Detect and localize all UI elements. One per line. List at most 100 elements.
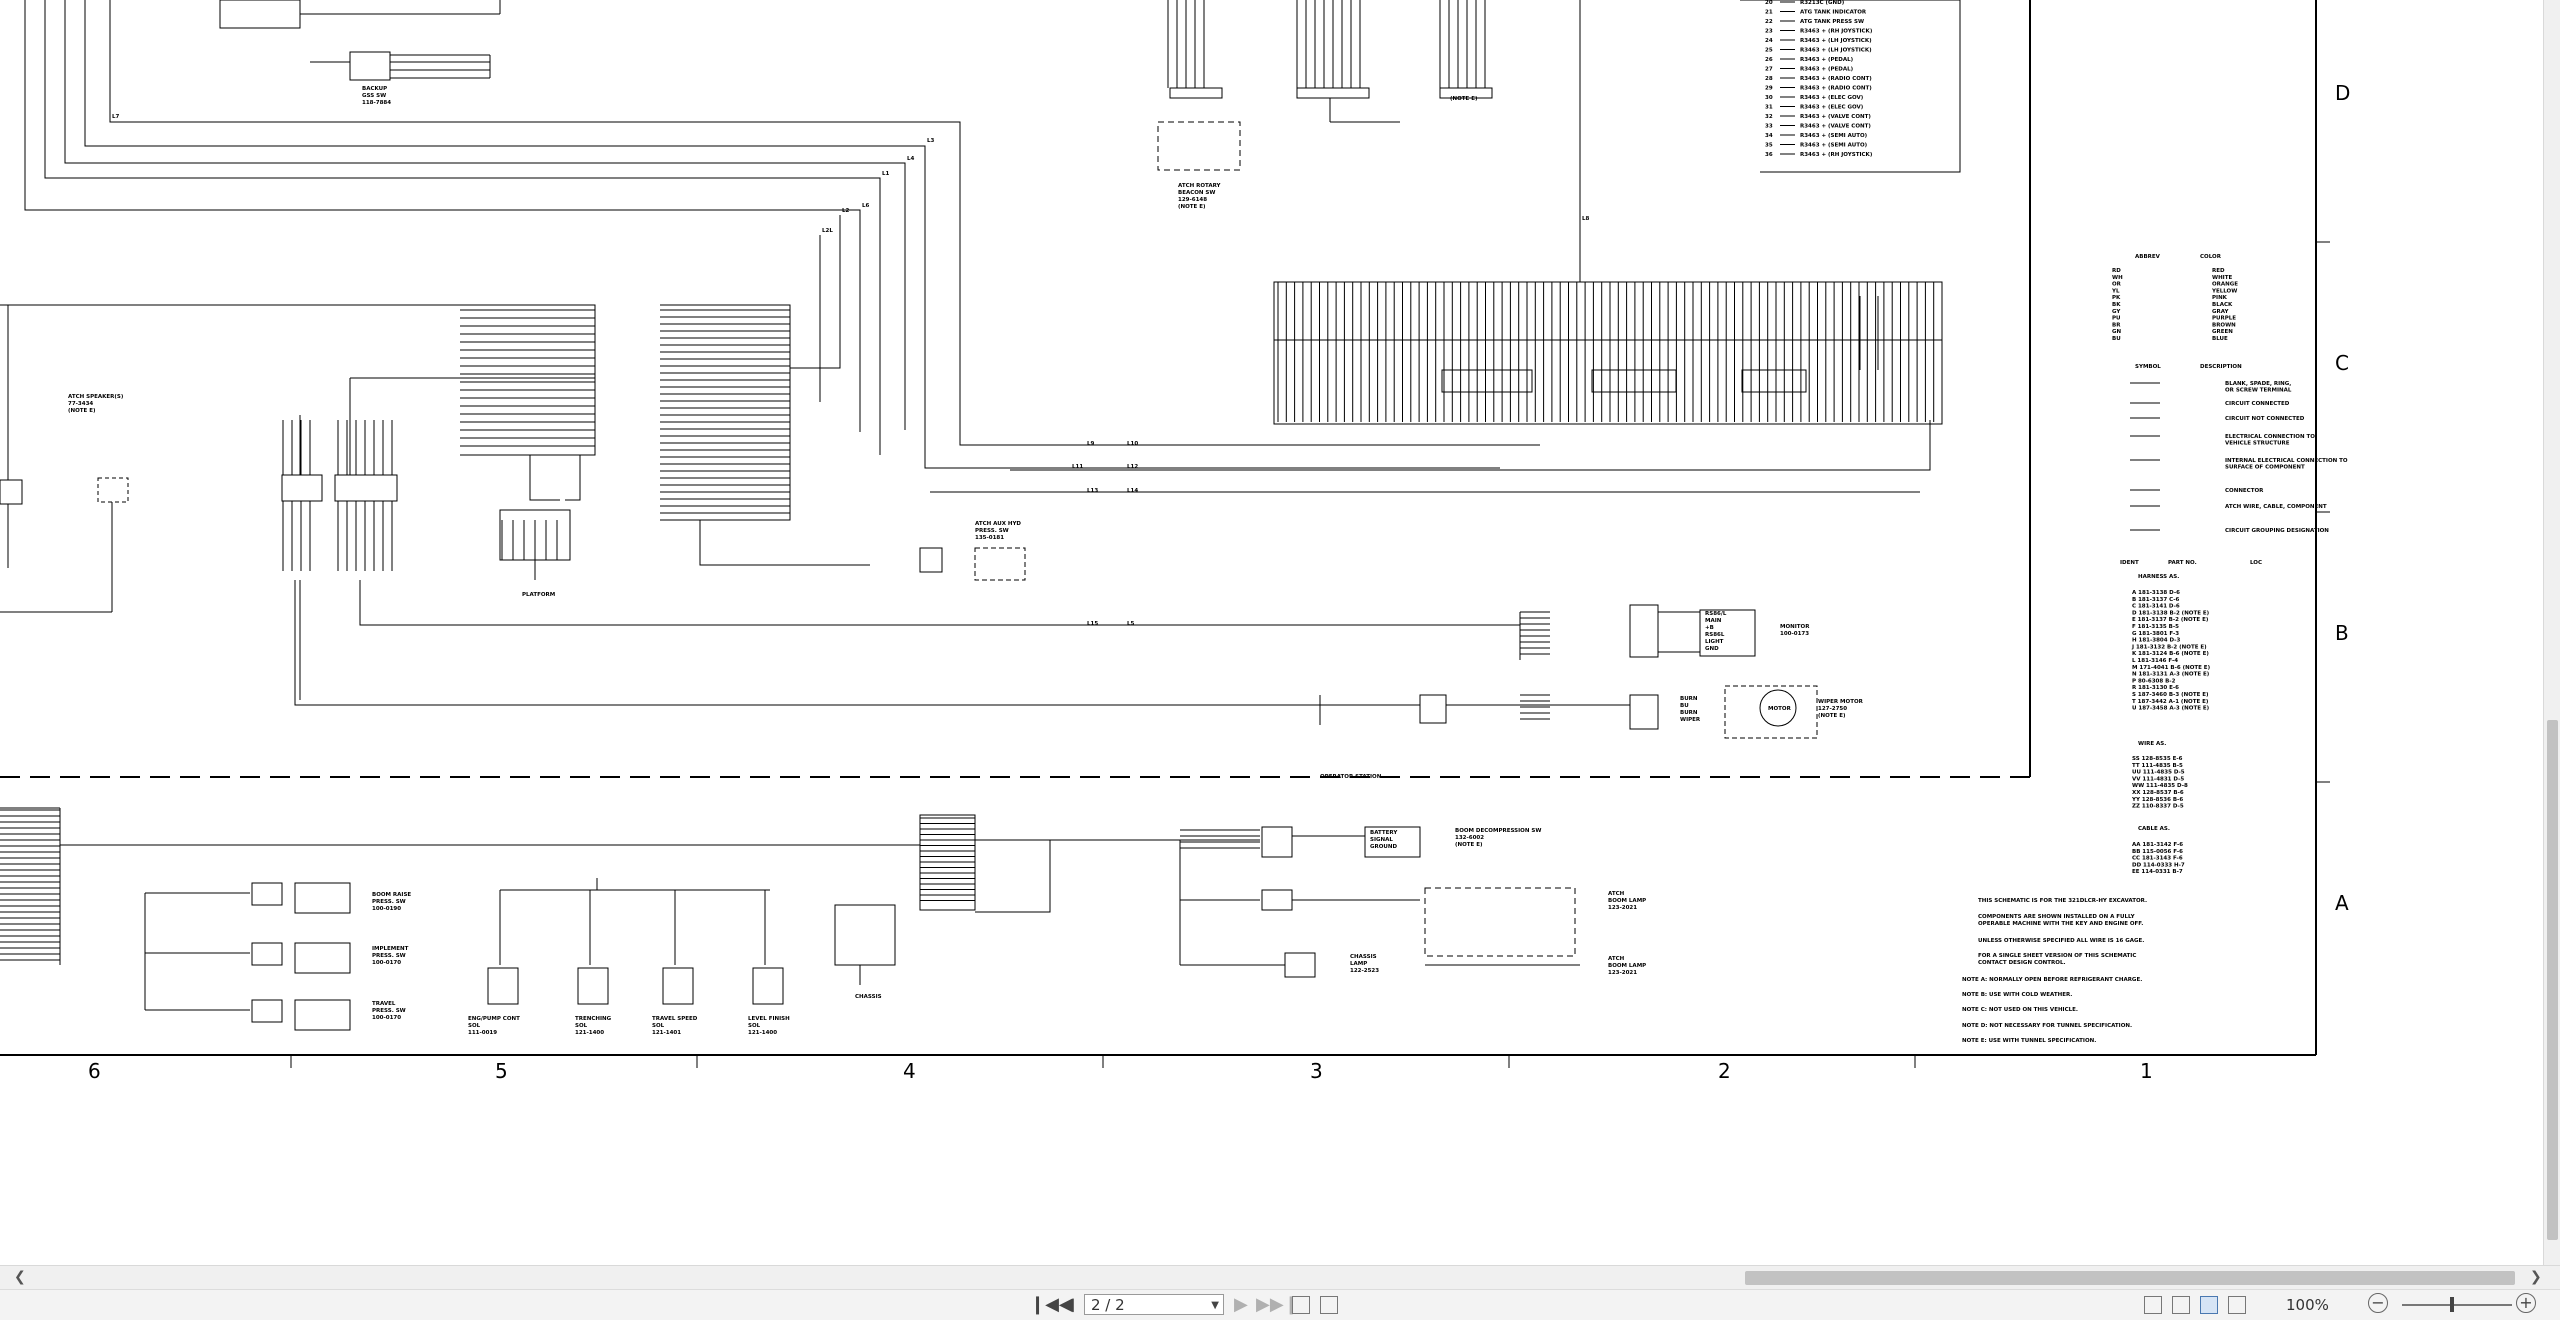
ecm-pin-label: R3463 + (LH JOYSTICK) xyxy=(1800,48,1872,54)
color-legend-header: COLOR xyxy=(2200,254,2222,260)
zone-letter-D: D xyxy=(2335,81,2350,105)
next-view-icon[interactable] xyxy=(1320,1296,1338,1314)
circuit-tag: L15 xyxy=(1087,621,1098,627)
zoom-slider[interactable] xyxy=(2402,1304,2512,1306)
column-number-5: 5 xyxy=(495,1059,508,1083)
zoom-level[interactable]: 100% xyxy=(2286,1296,2329,1314)
ecm-pin-number: 33 xyxy=(1765,124,1773,130)
circuit-tag: L9 xyxy=(1087,441,1095,447)
color-abbrev: RD xyxy=(2112,268,2121,274)
component-label-3: ENG/PUMP CONT xyxy=(468,1016,520,1022)
color-name: GRAY xyxy=(2212,309,2229,315)
vertical-scroll-thumb[interactable] xyxy=(2547,720,2558,1240)
single-page-view-icon[interactable] xyxy=(2144,1296,2162,1314)
vertical-scrollbar[interactable] xyxy=(2543,0,2560,1265)
symbol-description: ATCH WIRE, CABLE, COMPONENT xyxy=(2225,504,2327,510)
symbol-description: ELECTRICAL CONNECTION TO xyxy=(2225,434,2315,440)
harness-header: IDENT xyxy=(2120,560,2139,566)
scroll-left-arrow-icon[interactable]: ❮ xyxy=(14,1269,26,1285)
atch-boom-lamp-label: 123-2021 xyxy=(1608,905,1637,911)
component-label-5: 121-1401 xyxy=(652,1030,681,1036)
ecm-pin-label: R3463 + (PEDAL) xyxy=(1800,67,1854,73)
component-label-4: 121-1400 xyxy=(575,1030,604,1036)
color-abbrev: PK xyxy=(2112,295,2121,301)
boom-decompression-label: 132-6002 xyxy=(1455,835,1484,841)
schematic-note: UNLESS OTHERWISE SPECIFIED ALL WIRE IS 1… xyxy=(1978,938,2144,944)
circuit-tag: L2 xyxy=(842,208,850,214)
ecm-pin-label: R3463 + (VALVE CONT) xyxy=(1800,124,1871,130)
component-label-0: 100-0190 xyxy=(372,906,401,912)
continuous-facing-view-icon[interactable] xyxy=(2228,1296,2246,1314)
atch-rotary-switch-label: ATCH ROTARY xyxy=(1178,183,1222,189)
harness-row: U 187-3458 A-3 (NOTE E) xyxy=(2132,706,2210,712)
harness-row: S 187-3460 B-3 (NOTE E) xyxy=(2132,692,2209,698)
schematic-note: COMPONENTS ARE SHOWN INSTALLED ON A FULL… xyxy=(1978,914,2136,920)
last-page-icon[interactable]: ▶▶❙ xyxy=(1256,1294,1299,1315)
ecm-pin-label: R3463 + (RADIO CONT) xyxy=(1800,86,1872,92)
harness-row: H 181-3804 D-3 xyxy=(2132,638,2180,644)
wiper-pin-label: BURN xyxy=(1680,696,1698,702)
color-name: YELLOW xyxy=(2211,288,2237,294)
circuit-tag: L7 xyxy=(112,114,120,120)
page-dropdown-icon[interactable]: ▼ xyxy=(1211,1300,1219,1311)
ecm-pin-label: R3463 + (RH JOYSTICK) xyxy=(1800,29,1873,35)
wire-row: VV 111-4831 D-5 xyxy=(2132,776,2184,782)
continuous-view-icon[interactable] xyxy=(2172,1296,2190,1314)
harness-row: P 80-6308 B-2 xyxy=(2132,678,2176,684)
ecm-pin-number: 31 xyxy=(1765,105,1773,111)
page-number-field[interactable]: 2 / 2 ▼ xyxy=(1084,1294,1224,1315)
scroll-right-arrow-icon[interactable]: ❯ xyxy=(2530,1269,2542,1285)
ecm-pin-number: 35 xyxy=(1765,143,1773,149)
next-page-icon[interactable]: ▶ xyxy=(1234,1294,1248,1315)
circuit-tag: L14 xyxy=(1127,488,1138,494)
previous-view-icon[interactable] xyxy=(1292,1296,1310,1314)
color-abbrev: YL xyxy=(2111,288,2120,294)
symbol-description: INTERNAL ELECTRICAL CONNECTION TO xyxy=(2225,458,2348,464)
monitor-label: 100-0173 xyxy=(1780,631,1809,637)
wire-row: UU 111-4835 D-5 xyxy=(2132,770,2185,776)
atch-aux-hyd-label: 135-0181 xyxy=(975,535,1004,541)
symbol-description: CIRCUIT NOT CONNECTED xyxy=(2225,416,2305,422)
circuit-tag: L4 xyxy=(907,156,915,162)
monitor-pin-label: RS86/L xyxy=(1705,611,1727,617)
zoom-in-icon[interactable]: + xyxy=(2516,1293,2536,1313)
battery-signal-label: GROUND xyxy=(1370,844,1397,850)
circuit-tag: L13 xyxy=(1087,488,1098,494)
harness-row: N 181-3131 A-3 (NOTE E) xyxy=(2132,672,2210,678)
facing-view-icon[interactable] xyxy=(2200,1296,2218,1314)
symbol-description: OR SCREW TERMINAL xyxy=(2225,388,2292,394)
ecm-pin-number: 25 xyxy=(1765,48,1773,54)
symbol-description: CONNECTOR xyxy=(2225,488,2264,494)
ecm-pin-label: R3463 + (PEDAL) xyxy=(1800,57,1854,63)
zoom-slider-thumb[interactable] xyxy=(2450,1297,2454,1312)
ecm-pin-number: 30 xyxy=(1765,95,1773,101)
platform-label: PLATFORM xyxy=(522,592,555,598)
cable-row: BB 115-0056 F-6 xyxy=(2132,849,2183,855)
schematic-note: NOTE D: NOT NECESSARY FOR TUNNEL SPECIFI… xyxy=(1962,1023,2132,1029)
operator-station-label: OPERATOR STATION xyxy=(1320,774,1382,780)
chassis-lamp-label: 122-2523 xyxy=(1350,968,1379,974)
ecm-pin-number: 36 xyxy=(1765,152,1773,158)
color-name: ORANGE xyxy=(2212,282,2238,288)
zoom-out-icon[interactable]: − xyxy=(2368,1293,2388,1313)
horizontal-scroll-thumb[interactable] xyxy=(1745,1271,2515,1285)
first-page-icon[interactable]: ❙◀◀ xyxy=(1030,1294,1073,1315)
monitor-label: MONITOR xyxy=(1780,624,1810,630)
component-label-4: TRENCHING xyxy=(575,1016,612,1022)
schematic-note: NOTE B: USE WITH COLD WEATHER. xyxy=(1962,992,2072,998)
ecm-pin-label: ATG TANK INDICATOR xyxy=(1800,10,1867,16)
harness-row: E 181-3137 B-2 (NOTE E) xyxy=(2132,617,2209,623)
wire-title: WIRE AS. xyxy=(2138,741,2166,747)
horizontal-scrollbar[interactable]: ❮ ❯ xyxy=(0,1265,2560,1290)
component-label-2: PRESS. SW xyxy=(372,1008,406,1014)
color-abbrev: BR xyxy=(2112,322,2121,328)
schematic-note: THIS SCHEMATIC IS FOR THE 321DLCR-HY EXC… xyxy=(1978,898,2147,904)
ecm-pin-number: 28 xyxy=(1765,76,1773,82)
color-name: RED xyxy=(2212,268,2225,274)
previous-page-icon[interactable]: ◀ xyxy=(1060,1294,1074,1315)
ecm-pin-label: R3463 + (ELEC GOV) xyxy=(1800,105,1864,111)
color-name: BROWN xyxy=(2212,322,2236,328)
boom-decompression-label: (NOTE E) xyxy=(1455,842,1483,848)
monitor-pin-label: GND xyxy=(1705,646,1719,652)
